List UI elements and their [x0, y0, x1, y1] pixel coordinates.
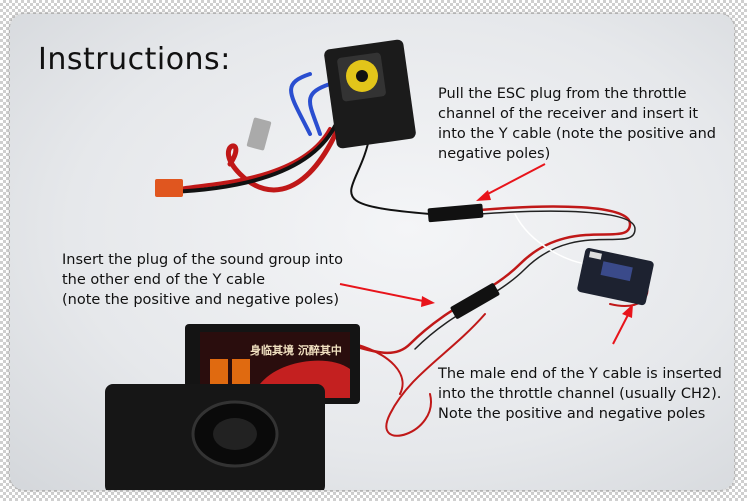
receiver: [577, 248, 654, 306]
note-line: Note the positive and negative poles: [438, 406, 706, 422]
note-line: (note the positive and negative poles): [62, 292, 339, 308]
note-line: negative poles): [438, 146, 551, 162]
note-esc-plug: Pull the ESC plug from the throttle chan…: [438, 84, 716, 164]
esc-signal-wire: [350, 133, 431, 215]
product-slogan: 身临其境 沉醉其中: [250, 344, 342, 357]
y-cable-connector-1: [427, 203, 484, 223]
arrow-esc: [481, 163, 546, 198]
y-cable: [338, 205, 632, 355]
note-line: into the throttle channel (usually CH2).: [438, 386, 722, 402]
note-line: the other end of the Y cable: [62, 272, 266, 288]
esc-switch: [246, 117, 272, 151]
page-title: Instructions:: [38, 42, 231, 77]
note-sound-group: Insert the plug of the sound group into …: [62, 250, 343, 310]
note-line: Insert the plug of the sound group into: [62, 252, 343, 268]
note-line: Pull the ESC plug from the throttle: [438, 86, 687, 102]
annotation-arrows: [339, 163, 633, 345]
esc-unit: [324, 39, 416, 149]
arrow-sound: [339, 283, 429, 303]
arrow-receiver: [612, 310, 631, 345]
product-photo: [105, 39, 654, 490]
note-line: into the Y cable (note the positive and: [438, 126, 716, 142]
esc-power-wire: [225, 121, 343, 193]
note-male-end: The male end of the Y cable is inserted …: [438, 364, 722, 424]
note-line: The male end of the Y cable is inserted: [438, 366, 722, 382]
instruction-panel: Instructions: 身临其境 沉醉其中 Pull the ESC plu…: [10, 14, 734, 490]
note-line: channel of the receiver and insert it: [438, 106, 699, 122]
deans-plug: [155, 179, 183, 197]
y-cable-connector-2: [450, 283, 500, 319]
speaker: [105, 384, 325, 490]
